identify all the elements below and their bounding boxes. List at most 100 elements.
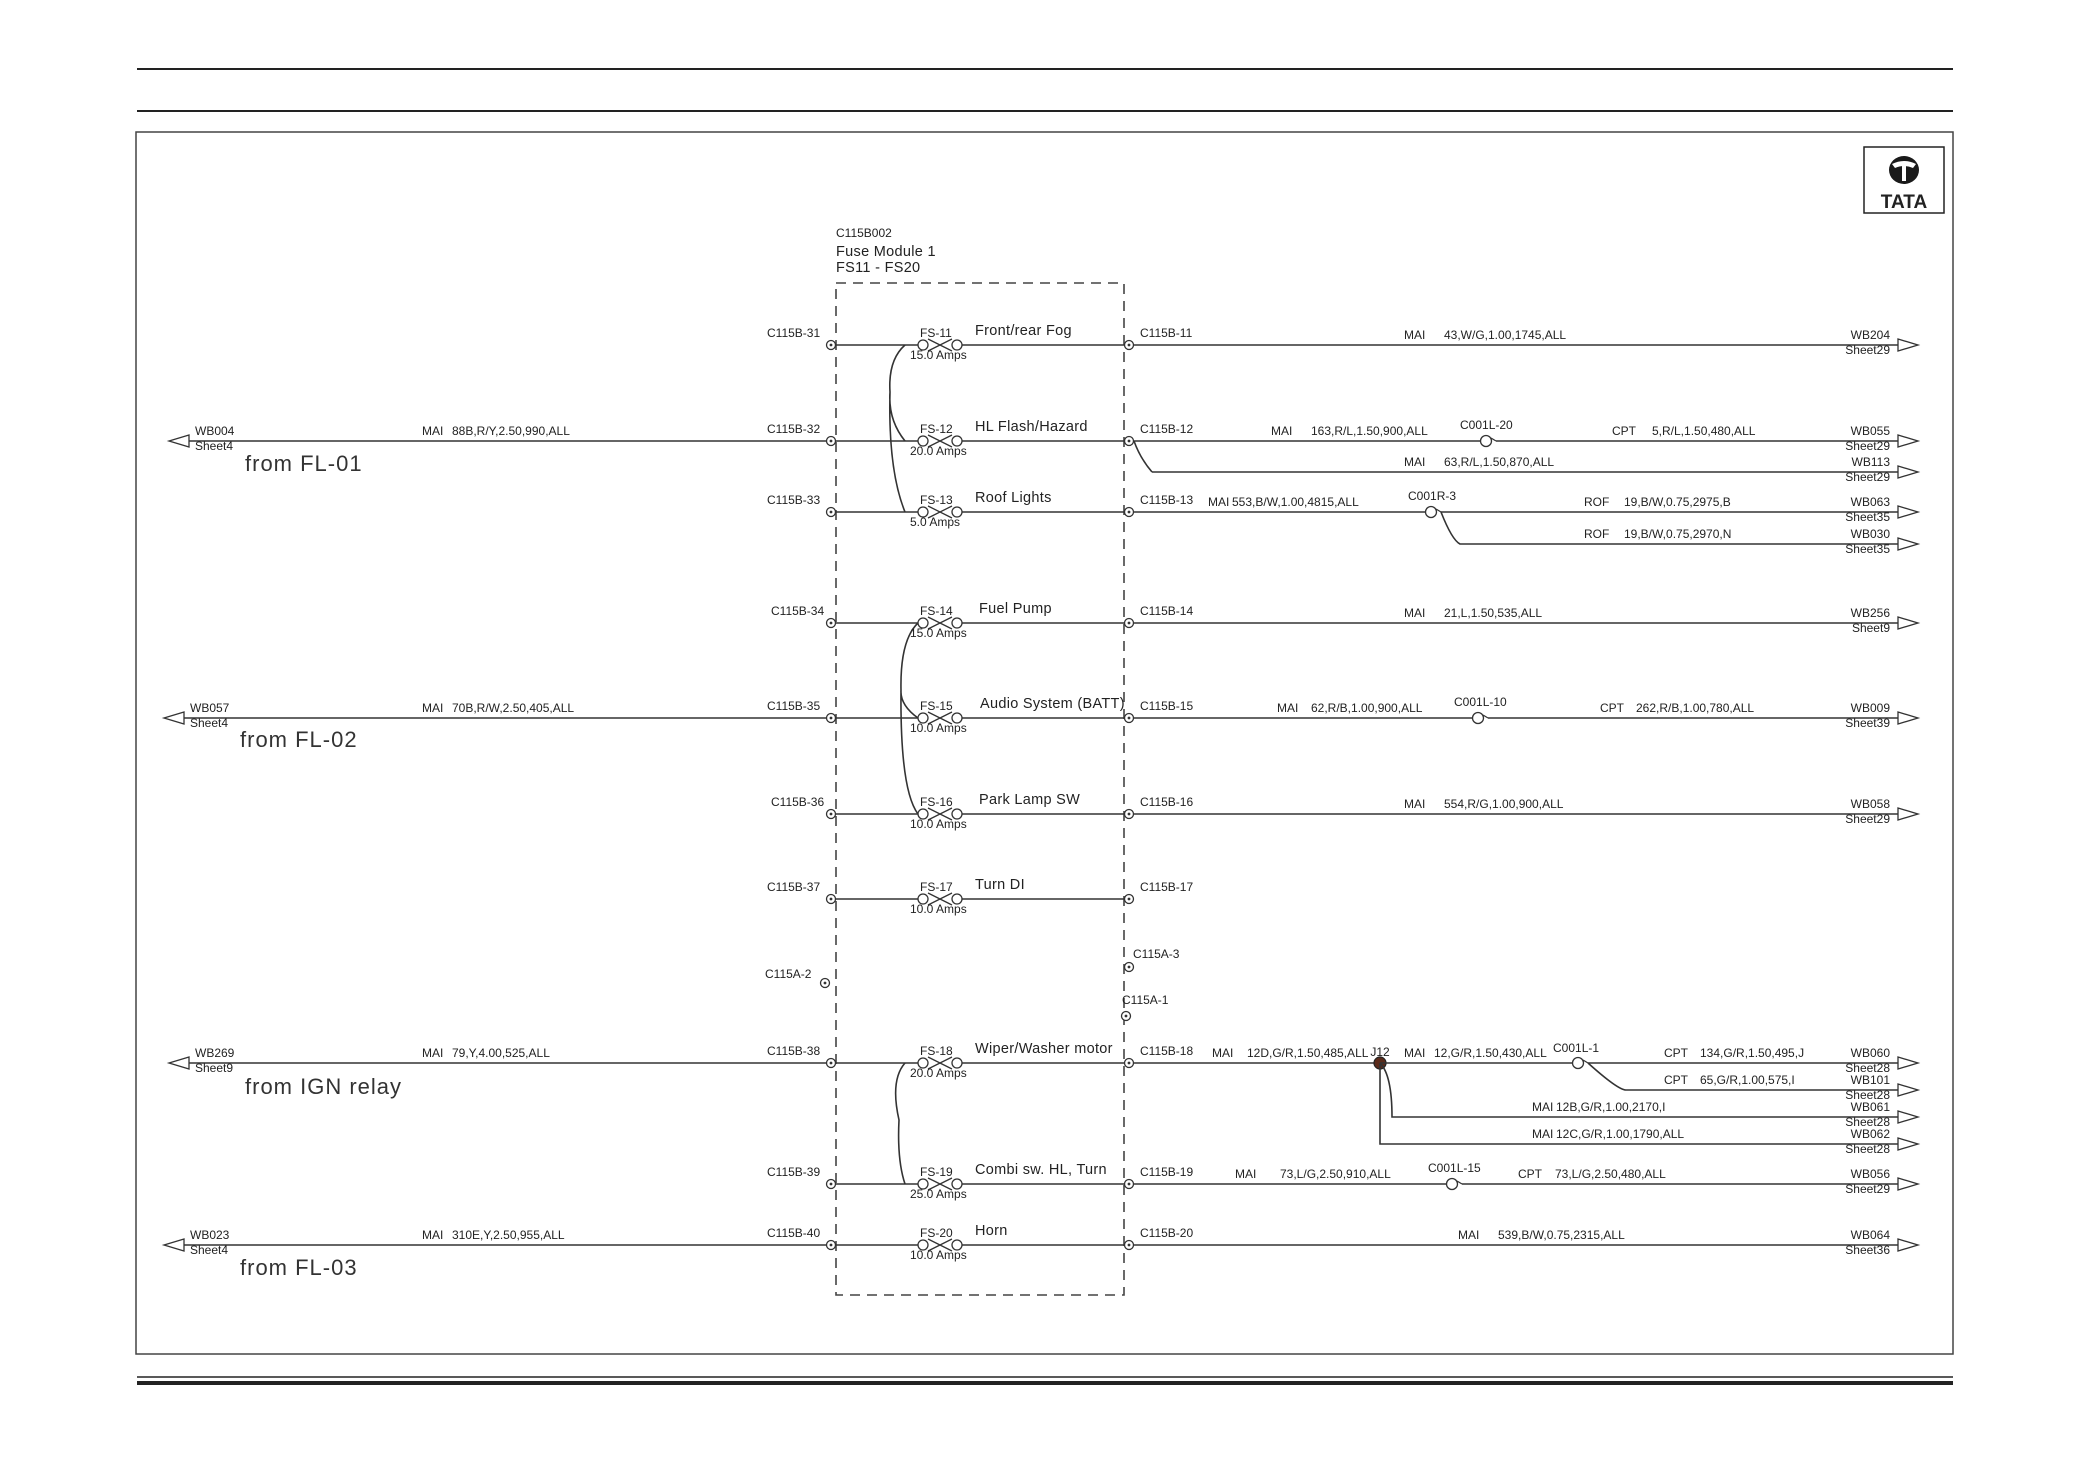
tata-logo: TATA bbox=[1863, 146, 1945, 214]
wire-spec: 134,G/R,1.50,495,J bbox=[1700, 1046, 1804, 1060]
wire-type: ROF bbox=[1584, 495, 1609, 509]
wire-type: MAI bbox=[1404, 455, 1425, 469]
dest-arrow bbox=[1897, 1083, 1921, 1097]
source-sheet: Sheet9 bbox=[195, 1061, 233, 1075]
source-wire-type: MAI bbox=[422, 701, 443, 715]
wire-type: MAI bbox=[1532, 1100, 1553, 1114]
fuse-id: FS-13 bbox=[920, 493, 953, 507]
dest-ref: WB101 bbox=[1851, 1073, 1891, 1087]
fuse-name: Turn DI bbox=[975, 877, 1025, 893]
source-ref: WB023 bbox=[190, 1228, 230, 1242]
wire-type: MAI bbox=[1404, 1046, 1425, 1060]
wire-type: MAI bbox=[1271, 424, 1292, 438]
source-from: from IGN relay bbox=[245, 1074, 402, 1099]
dest-sheet: Sheet28 bbox=[1845, 1088, 1890, 1102]
fuse-name: Fuel Pump bbox=[979, 601, 1052, 617]
source-from: from FL-01 bbox=[245, 451, 363, 476]
inline-connector bbox=[1479, 434, 1493, 448]
source-wire-type: MAI bbox=[422, 424, 443, 438]
fuse-19-element bbox=[927, 1177, 953, 1191]
dest-ref: WB062 bbox=[1851, 1127, 1891, 1141]
inline-connector-tick bbox=[1490, 437, 1497, 442]
inline-connector bbox=[1571, 1056, 1585, 1070]
dest-arrow bbox=[1897, 711, 1921, 725]
wire-spec: 62,R/B,1.00,900,ALL bbox=[1311, 701, 1423, 715]
fuse-out-pin-label: C115B-15 bbox=[1140, 699, 1193, 713]
wiring-layer bbox=[161, 338, 1921, 1252]
dest-arrow bbox=[1897, 465, 1921, 479]
source-arrow bbox=[161, 1238, 185, 1252]
dest-sheet: Sheet35 bbox=[1845, 510, 1890, 524]
source-wire-spec: 79,Y,4.00,525,ALL bbox=[452, 1046, 550, 1060]
fuse-17-element bbox=[927, 892, 953, 906]
dest-arrow bbox=[1897, 338, 1921, 352]
dest-ref: WB204 bbox=[1851, 328, 1891, 342]
wire-type: MAI bbox=[1404, 797, 1425, 811]
module-name: Fuse Module 1 bbox=[836, 244, 936, 260]
dest-ref: WB061 bbox=[1851, 1100, 1891, 1114]
source-ref: WB004 bbox=[195, 424, 235, 438]
fuse-in-pin-label: C115B-38 bbox=[767, 1044, 820, 1058]
source-from: from FL-02 bbox=[240, 727, 358, 752]
fuse-id: FS-19 bbox=[920, 1165, 953, 1179]
dest-ref: WB064 bbox=[1851, 1228, 1891, 1242]
dest-ref: WB055 bbox=[1851, 424, 1891, 438]
fuse-out-pin-center bbox=[1127, 1061, 1131, 1065]
dest-ref: WB058 bbox=[1851, 797, 1891, 811]
wire-type: CPT bbox=[1518, 1167, 1543, 1181]
wire-type: MAI bbox=[1277, 701, 1298, 715]
fuse-out-pin-center bbox=[1127, 439, 1131, 443]
dest-sheet: Sheet39 bbox=[1845, 716, 1890, 730]
fuse-16-element bbox=[927, 807, 953, 821]
fuse-out-pin-center bbox=[1127, 716, 1131, 720]
dest-arrow bbox=[1897, 1056, 1921, 1070]
source-arrow bbox=[166, 1056, 190, 1070]
wire-spec: 73,L/G,2.50,910,ALL bbox=[1280, 1167, 1391, 1181]
fuse-id: FS-15 bbox=[920, 699, 953, 713]
fuse-name: Audio System (BATT) bbox=[980, 696, 1125, 712]
wire-spec: 12D,G/R,1.50,485,ALL bbox=[1247, 1046, 1369, 1060]
dest-ref: WB009 bbox=[1851, 701, 1891, 715]
source-from: from FL-03 bbox=[240, 1255, 358, 1280]
dest-sheet: Sheet29 bbox=[1845, 343, 1890, 357]
dest-arrow bbox=[1897, 616, 1921, 630]
inline-connector-label: C001L-20 bbox=[1460, 418, 1513, 432]
wire-type: MAI bbox=[1208, 495, 1229, 509]
module-range: FS11 - FS20 bbox=[836, 260, 920, 276]
dest-sheet: Sheet9 bbox=[1852, 621, 1890, 635]
wire-spec: 539,B/W,0.75,2315,ALL bbox=[1498, 1228, 1625, 1242]
fuse-in-pin-center bbox=[829, 897, 833, 901]
inline-connector-label: C001L-1 bbox=[1553, 1041, 1599, 1055]
fuse-rating: 20.0 Amps bbox=[910, 444, 967, 458]
fuse-in-pin-label: C115B-39 bbox=[767, 1165, 820, 1179]
out-wire-b4 bbox=[1379, 1062, 1898, 1145]
inline-connector bbox=[1424, 505, 1438, 519]
dest-ref: WB113 bbox=[1852, 455, 1891, 469]
wire-type: ROF bbox=[1584, 527, 1609, 541]
fuse-in-pin-center bbox=[829, 1243, 833, 1247]
wire-type: CPT bbox=[1600, 701, 1625, 715]
fuse-out-pin-center bbox=[1127, 1182, 1131, 1186]
wire-type: MAI bbox=[1404, 606, 1425, 620]
fuse-id: FS-18 bbox=[920, 1044, 953, 1058]
inline-connector-label: C001R-3 bbox=[1408, 489, 1456, 503]
source-wire-spec: 70B,R/W,2.50,405,ALL bbox=[452, 701, 574, 715]
inline-connector-label: C001L-15 bbox=[1428, 1161, 1481, 1175]
wire-type: MAI bbox=[1235, 1167, 1256, 1181]
fuse-in-pin-center bbox=[829, 439, 833, 443]
fuse-13-term-a bbox=[917, 506, 929, 518]
fuse-id: FS-20 bbox=[920, 1226, 953, 1240]
c115a2-label: C115A-2 bbox=[765, 967, 812, 981]
fuse-in-pin-label: C115B-40 bbox=[767, 1226, 820, 1240]
fuse-rating: 10.0 Amps bbox=[910, 817, 967, 831]
fuse-out-pin-center bbox=[1127, 1243, 1131, 1247]
fuse-out-pin-center bbox=[1127, 343, 1131, 347]
fuse-out-pin-label: C115B-19 bbox=[1140, 1165, 1193, 1179]
fuse-out-pin-label: C115B-17 bbox=[1140, 880, 1193, 894]
fuse-id: FS-11 bbox=[920, 326, 952, 340]
dest-sheet: Sheet29 bbox=[1845, 470, 1890, 484]
bus-fl02 bbox=[900, 622, 919, 815]
fuse-in-pin-center bbox=[829, 343, 833, 347]
